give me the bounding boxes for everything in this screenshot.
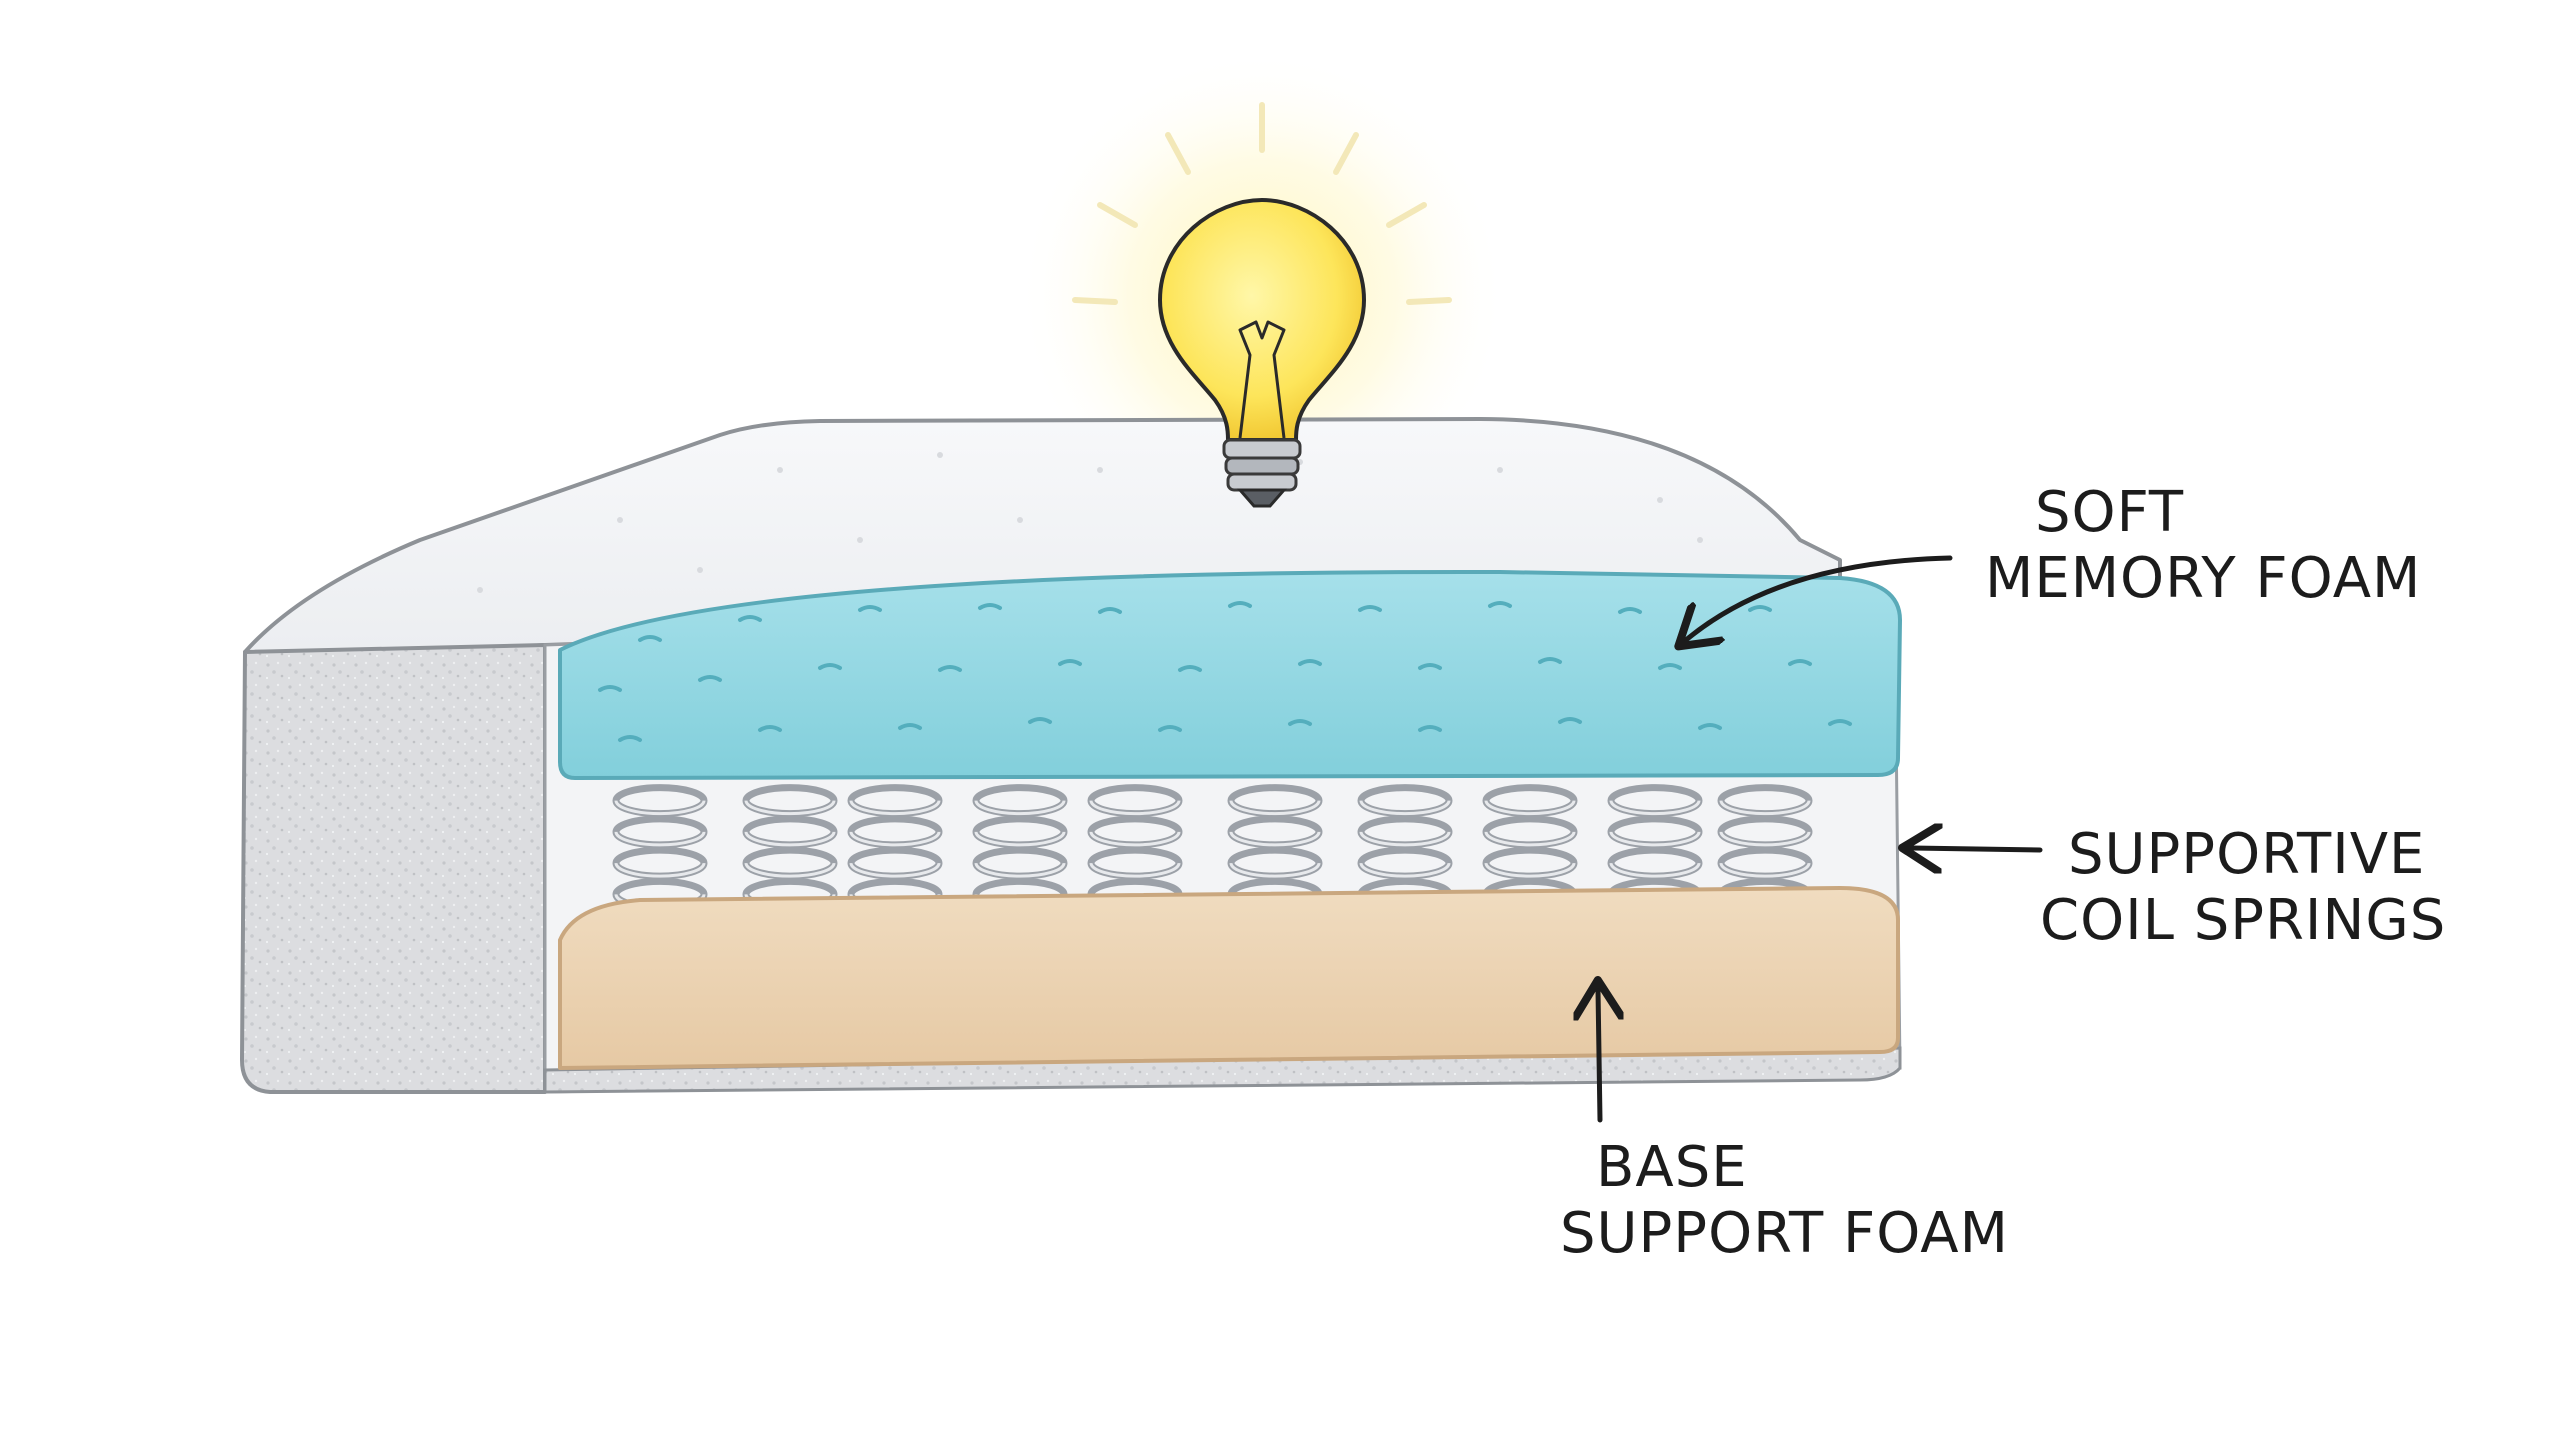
coil-spring bbox=[1087, 784, 1183, 911]
mattress-cover-side bbox=[240, 643, 547, 1094]
arrow-icon bbox=[1598, 990, 1600, 1123]
coil-spring bbox=[612, 784, 708, 911]
label-memory-foam: SOFT MEMORY FOAM bbox=[1985, 480, 2421, 612]
label-coil-springs-line2: COIL SPRINGS bbox=[2040, 888, 2447, 953]
label-memory-foam-line1: SOFT bbox=[2035, 480, 2185, 545]
cover-quilting bbox=[477, 452, 1703, 593]
label-memory-foam-line2: MEMORY FOAM bbox=[1985, 546, 2422, 611]
bulb-rays bbox=[1072, 102, 1452, 305]
label-base-foam-line2: SUPPORT FOAM bbox=[1560, 1201, 2009, 1266]
memory-foam-texture bbox=[598, 601, 1852, 742]
label-coil-springs: SUPPORTIVE COIL SPRINGS bbox=[2040, 822, 2446, 954]
arrow-icon bbox=[1912, 848, 2043, 850]
base-foam-layer bbox=[558, 886, 1900, 1070]
label-base-foam: BASE SUPPORT FOAM bbox=[1560, 1135, 2009, 1267]
label-coil-springs-line1: SUPPORTIVE bbox=[2068, 822, 2426, 887]
label-base-foam-line1: BASE bbox=[1596, 1135, 1748, 1200]
lightbulb-icon bbox=[1072, 102, 1452, 508]
arrow-icon bbox=[1686, 555, 1953, 640]
mattress-bottom-edge bbox=[543, 1046, 1902, 1094]
memory-foam-layer bbox=[558, 569, 1902, 780]
